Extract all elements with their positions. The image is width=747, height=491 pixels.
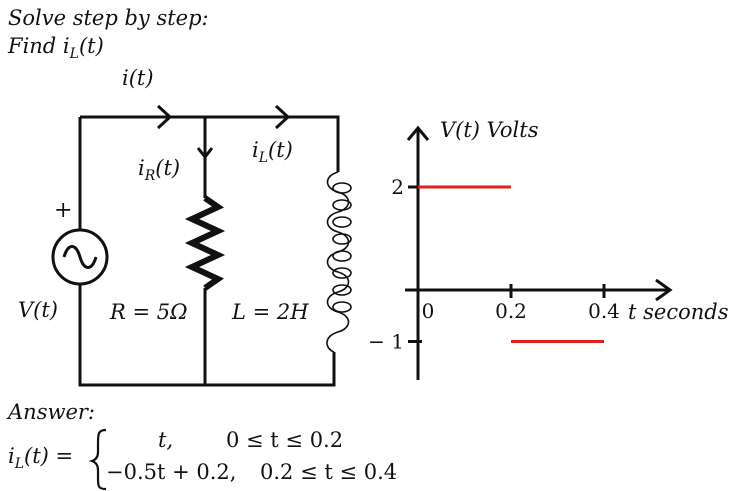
prompt-line-1: Solve step by step: (8, 6, 209, 30)
x-axis-arrow (655, 278, 673, 302)
y-tick-label: 2 (391, 175, 404, 199)
answer-lhs: iL(t) = (8, 444, 73, 472)
resistor-label: R = 5Ω (110, 300, 188, 324)
current-ir-label: iR(t) (138, 156, 180, 184)
arrow-ir (196, 147, 214, 160)
y-axis-label: V(t) Volts (440, 118, 539, 142)
prompt-line-2: Find iL(t) (8, 34, 104, 62)
resistor (184, 195, 226, 291)
current-arrows (156, 104, 291, 160)
il-tail: (t) (268, 138, 293, 162)
arrow-il (274, 104, 291, 130)
x-axis-label: t seconds (628, 300, 729, 324)
ir-sub: R (144, 168, 156, 185)
ir-main: i (138, 156, 145, 180)
prompt-sub: L (69, 46, 79, 63)
chart-axes (405, 125, 673, 380)
current-il-label: iL(t) (252, 138, 293, 166)
inductor-label: L = 2H (232, 300, 309, 324)
ir-tail: (t) (155, 156, 181, 180)
arrow-i-total (156, 104, 173, 130)
y-tick-label: − 1 (368, 330, 404, 354)
case2-expr: −0.5t + 0.2, (106, 460, 237, 484)
x-tick-label: 0.4 (588, 299, 620, 323)
il-sub: L (258, 150, 269, 167)
x-tick-label: 0 (422, 299, 435, 323)
current-i-label: i(t) (122, 66, 154, 90)
answer-heading: Answer: (8, 400, 95, 424)
source-label: V(t) (18, 298, 58, 322)
lhs-main: i (8, 444, 15, 468)
voltage-source (51, 228, 109, 286)
inductor (326, 171, 352, 353)
prompt-find: Find i (8, 34, 70, 58)
x-tick-label: 0.2 (495, 299, 527, 323)
lhs-sub: L (14, 456, 25, 473)
case1-cond: 0 ≤ t ≤ 0.2 (226, 428, 344, 452)
chart-series (418, 185, 604, 343)
lhs-tail: (t) = (24, 444, 74, 468)
il-main: i (252, 138, 259, 162)
prompt-tail: (t) (78, 34, 104, 58)
case1-expr: t, (158, 428, 174, 452)
chart-labels: 0 0.2 0.4 2 − 1 (368, 175, 620, 354)
wire-bottom (78, 285, 336, 387)
case2-cond: 0.2 ≤ t ≤ 0.4 (260, 460, 398, 484)
source-plus: + (54, 198, 73, 223)
wire-top (80, 115, 340, 172)
y-axis-arrow (406, 125, 430, 141)
